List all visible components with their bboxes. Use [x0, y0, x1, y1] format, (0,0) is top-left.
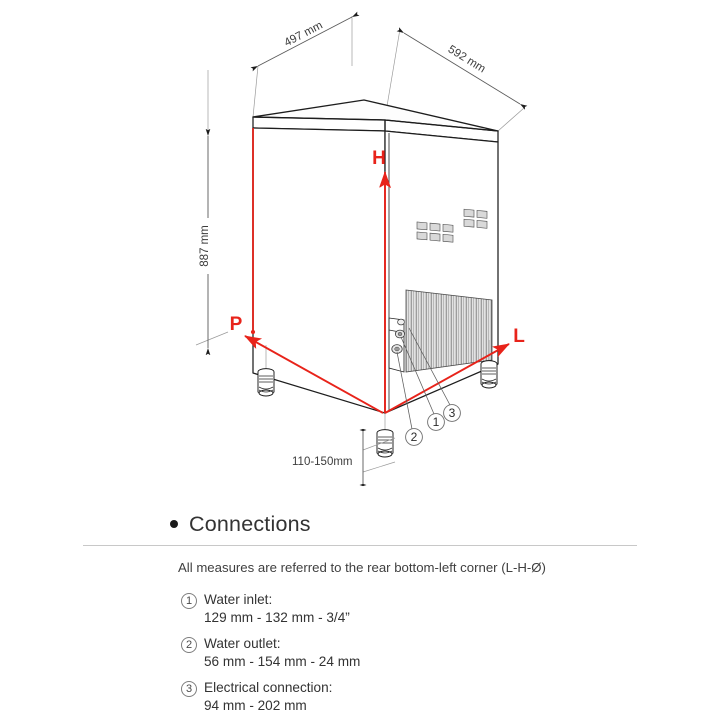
list-item: 3 Electrical connection: 94 mm - 202 mm [181, 679, 720, 715]
list-item-number: 3 [181, 680, 197, 697]
callout-2-circle [405, 428, 423, 446]
ice-machine-isometric-drawing: 497 mm 592 mm 887 mm [195, 11, 528, 487]
dimension-clearance-110-150: 110-150mm [285, 428, 396, 487]
callout-3-label: 3 [449, 406, 456, 420]
ice-machine-body [252, 99, 499, 414]
dimension-height-887: 887 mm [195, 128, 229, 356]
list-item: 1 Water inlet: 129 mm - 132 mm - 3/4” [181, 591, 720, 627]
dimension-label-height: 887 mm [199, 225, 211, 267]
connections-section: Connections All measures are referred to… [0, 505, 720, 720]
connection-fittings [391, 318, 405, 354]
page-title: Connections [189, 511, 311, 536]
bullet-icon [170, 520, 178, 528]
list-item-value: 56 mm - 154 mm - 24 mm [204, 653, 361, 669]
list-item-label: Water inlet: [204, 592, 273, 607]
list-item-number: 2 [181, 636, 197, 653]
connections-list: 1 Water inlet: 129 mm - 132 mm - 3/4” 2 … [0, 591, 720, 715]
foot-left [257, 345, 275, 397]
dimension-label-width: 592 mm [446, 43, 488, 75]
foot-center [376, 414, 394, 458]
callout-2-label: 2 [411, 430, 418, 444]
foot-right [480, 340, 498, 389]
connections-subtitle: All measures are referred to the rear bo… [178, 560, 546, 575]
connections-heading-row: Connections [0, 505, 720, 543]
list-item-label: Water outlet: [204, 635, 281, 651]
heading-divider [83, 545, 637, 546]
axis-label-p: P [230, 314, 243, 335]
axis-label-l: L [513, 326, 525, 347]
adjustable-feet [257, 340, 498, 458]
dimension-label-clearance: 110-150mm [292, 456, 353, 468]
list-item-number: 1 [181, 593, 197, 609]
condenser-grille [405, 289, 493, 373]
list-item-label: Electrical connection: [204, 679, 333, 695]
callout-markers: 2 1 3 [396, 327, 461, 446]
callout-3-circle [443, 404, 461, 422]
callout-1-label: 1 [433, 415, 440, 429]
list-item-value: 94 mm - 202 mm [204, 697, 307, 713]
reference-axes: H P L [230, 128, 525, 414]
list-item: 2 Water outlet: 56 mm - 154 mm - 24 mm [181, 635, 720, 671]
axis-label-h: H [372, 148, 386, 169]
ventilation-grilles [416, 208, 488, 243]
callout-1-circle [427, 413, 445, 431]
list-item-value: 129 mm - 132 mm - 3/4” [204, 609, 350, 625]
